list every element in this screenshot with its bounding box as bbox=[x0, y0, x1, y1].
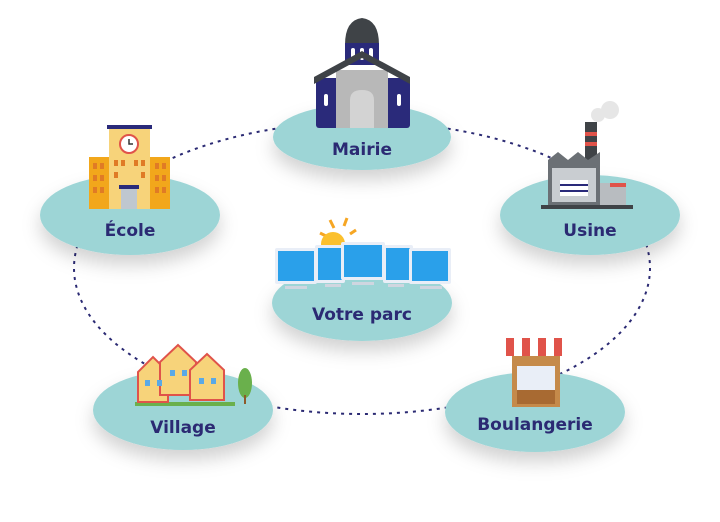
solar-park-icon bbox=[275, 217, 451, 289]
town-hall-icon bbox=[314, 18, 410, 128]
node-label: Usine bbox=[563, 221, 616, 241]
node-mairie: Mairie bbox=[273, 18, 451, 170]
node-label: Village bbox=[150, 418, 216, 438]
node-boulangerie: Boulangerie bbox=[445, 338, 625, 452]
node-label: Boulangerie bbox=[477, 415, 593, 435]
node-label: Mairie bbox=[332, 140, 392, 160]
node-label: Votre parc bbox=[312, 305, 412, 325]
houses-icon bbox=[135, 343, 252, 406]
node-village: Village bbox=[93, 343, 273, 450]
node-label: École bbox=[105, 219, 156, 241]
node-ecole: École bbox=[40, 125, 220, 255]
school-icon bbox=[89, 125, 170, 209]
factory-icon bbox=[541, 101, 633, 209]
node-usine: Usine bbox=[500, 101, 680, 255]
node-parc: Votre parc bbox=[272, 217, 452, 341]
bakery-icon bbox=[506, 338, 564, 407]
